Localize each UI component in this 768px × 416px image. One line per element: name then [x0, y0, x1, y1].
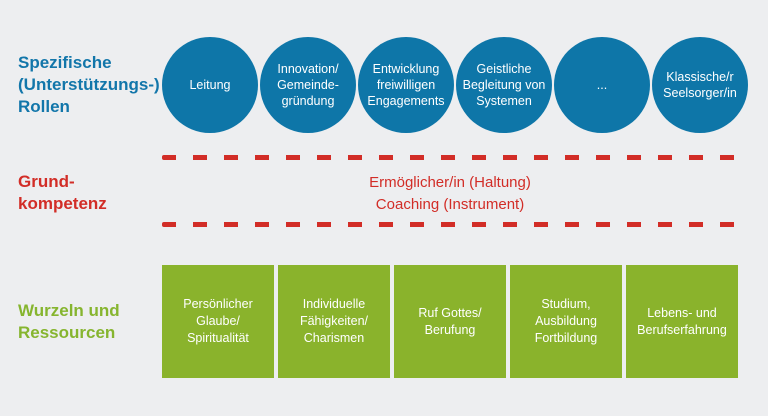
- resource-box-glaube: Persönlicher Glaube/ Spiritualität: [162, 265, 274, 378]
- role-circle-entwicklung: Entwicklung freiwilligen Engagements: [358, 37, 454, 133]
- dashed-line-top: [162, 155, 738, 160]
- dashed-line-bottom: [162, 222, 738, 227]
- role-circle-ellipsis: ...: [554, 37, 650, 133]
- resource-box-ruf-gottes: Ruf Gottes/ Berufung: [394, 265, 506, 378]
- role-circle-geistliche-begleitung: Geistliche Begleitung von Systemen: [456, 37, 552, 133]
- resource-box-faehigkeiten: Individuelle Fähigkeiten/ Charismen: [278, 265, 390, 378]
- role-circle-leitung: Leitung: [162, 37, 258, 133]
- role-circle-seelsorger: Klassische/r Seelsorger/in: [652, 37, 748, 133]
- competence-text: Ermöglicher/in (Haltung) Coaching (Instr…: [369, 174, 531, 213]
- resource-box-studium: Studium, Ausbildung Fortbildung: [510, 265, 622, 378]
- resource-box-erfahrung: Lebens- und Berufserfahrung: [626, 265, 738, 378]
- resources-box-row: Persönlicher Glaube/ Spiritualität Indiv…: [162, 265, 738, 378]
- roles-circle-row: Leitung Innovation/ Gemeinde- gründung E…: [162, 37, 748, 133]
- row-label-roles: Spezifische (Unterstützungs-) Rollen: [18, 53, 160, 116]
- row-label-competence: Grund- kompetenz: [18, 172, 107, 213]
- role-circle-innovation: Innovation/ Gemeinde- gründung: [260, 37, 356, 133]
- row-label-resources: Wurzeln und Ressourcen: [18, 301, 120, 342]
